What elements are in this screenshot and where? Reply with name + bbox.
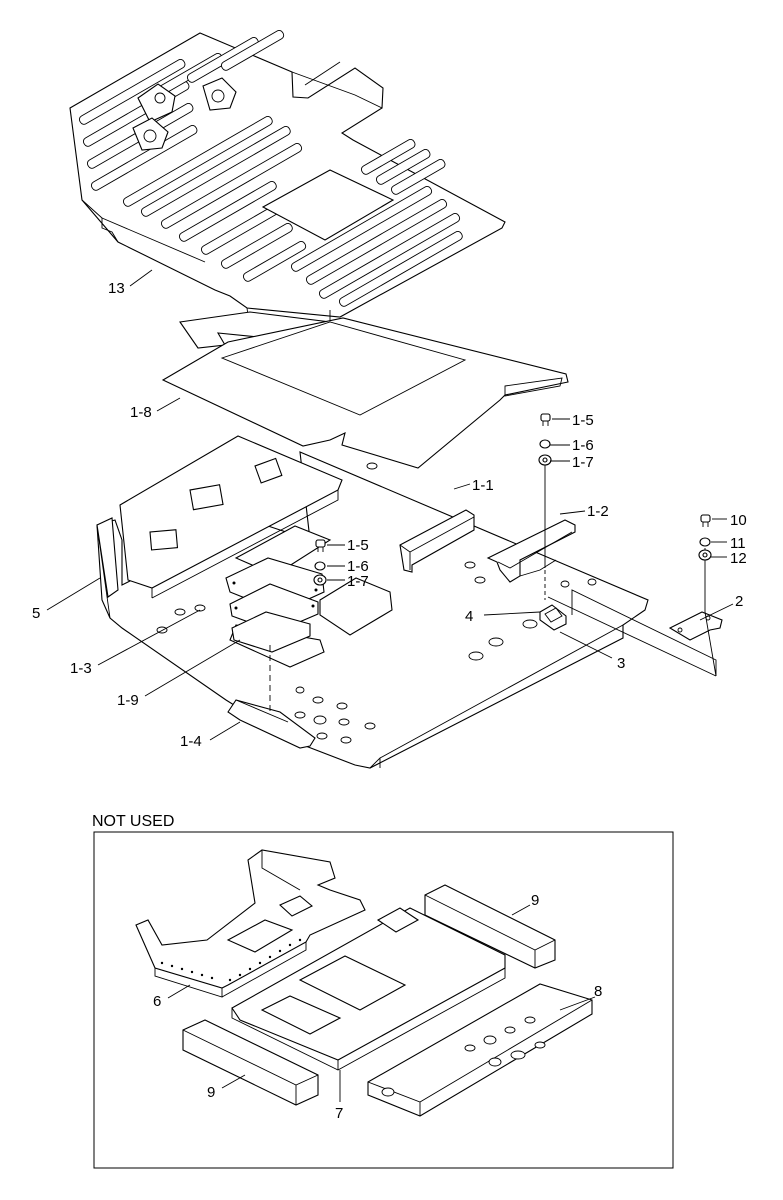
fastener-stack-1-9 (269, 539, 327, 712)
callout-1-8: 1-8 (130, 404, 152, 421)
callout-13: 13 (108, 280, 125, 297)
callout-1-6-mid: 1-6 (347, 558, 369, 575)
floor-mat-13 (69, 30, 506, 346)
callout-9-upper: 9 (531, 892, 539, 909)
callout-1-1: 1-1 (472, 477, 494, 494)
not-used-title: NOT USED (92, 813, 174, 830)
callout-1-3: 1-3 (70, 660, 92, 677)
callouts-top: 13 1-8 1-5 1-6 1-7 1-1 1-2 10 11 12 2 1-… (32, 280, 747, 750)
callout-1-7-mid: 1-7 (347, 573, 369, 590)
pedal-pad-1 (137, 83, 176, 123)
inspection-covers-1-9 (225, 557, 325, 653)
callout-8: 8 (594, 983, 602, 1000)
callout-6: 6 (153, 993, 161, 1010)
callout-1-5-mid: 1-5 (347, 537, 369, 554)
callout-1-2: 1-2 (587, 503, 609, 520)
guide-3 (539, 604, 567, 631)
callout-11: 11 (730, 535, 746, 552)
callout-1-7-top: 1-7 (572, 454, 594, 471)
channel-bracket (399, 509, 475, 573)
callout-7: 7 (335, 1105, 343, 1122)
frame-6 (135, 849, 366, 998)
frame-7 (231, 907, 506, 1071)
beam-9-upper (424, 884, 556, 969)
mat-ribs (79, 30, 463, 307)
frame-8-holes (381, 1016, 546, 1097)
callout-1-5-top: 1-5 (572, 412, 594, 429)
callout-1-9: 1-9 (117, 692, 139, 709)
side-panel-5 (96, 517, 119, 598)
not-used-frame (93, 831, 674, 1169)
plate-holes (156, 462, 597, 744)
plate-2 (547, 548, 723, 677)
callout-9-lower: 9 (207, 1084, 215, 1101)
leader-lines-bottom (167, 904, 596, 1102)
under-cover-1-4 (227, 699, 316, 749)
callout-12: 12 (730, 550, 747, 567)
frame-6-holes (160, 938, 302, 982)
callout-2: 2 (735, 593, 743, 610)
floor-plate-1-1 (96, 435, 649, 769)
leader-lines-top (46, 269, 734, 741)
fastener-stack-1-2 (538, 413, 552, 600)
beam-9-lower (182, 1019, 319, 1106)
bracket-1-2 (486, 519, 576, 583)
callout-3: 3 (617, 655, 625, 672)
callout-1-6-top: 1-6 (572, 437, 594, 454)
callout-10: 10 (730, 512, 747, 529)
under-mat-1-8 (161, 311, 569, 469)
frame-8 (367, 983, 593, 1117)
callout-5: 5 (32, 605, 40, 622)
mat-center-opening (261, 169, 395, 241)
callout-4: 4 (465, 608, 473, 625)
callout-1-4: 1-4 (180, 733, 202, 750)
callouts-bottom: 6 9 8 9 7 (153, 892, 602, 1122)
fastener-stack-right (698, 514, 712, 561)
